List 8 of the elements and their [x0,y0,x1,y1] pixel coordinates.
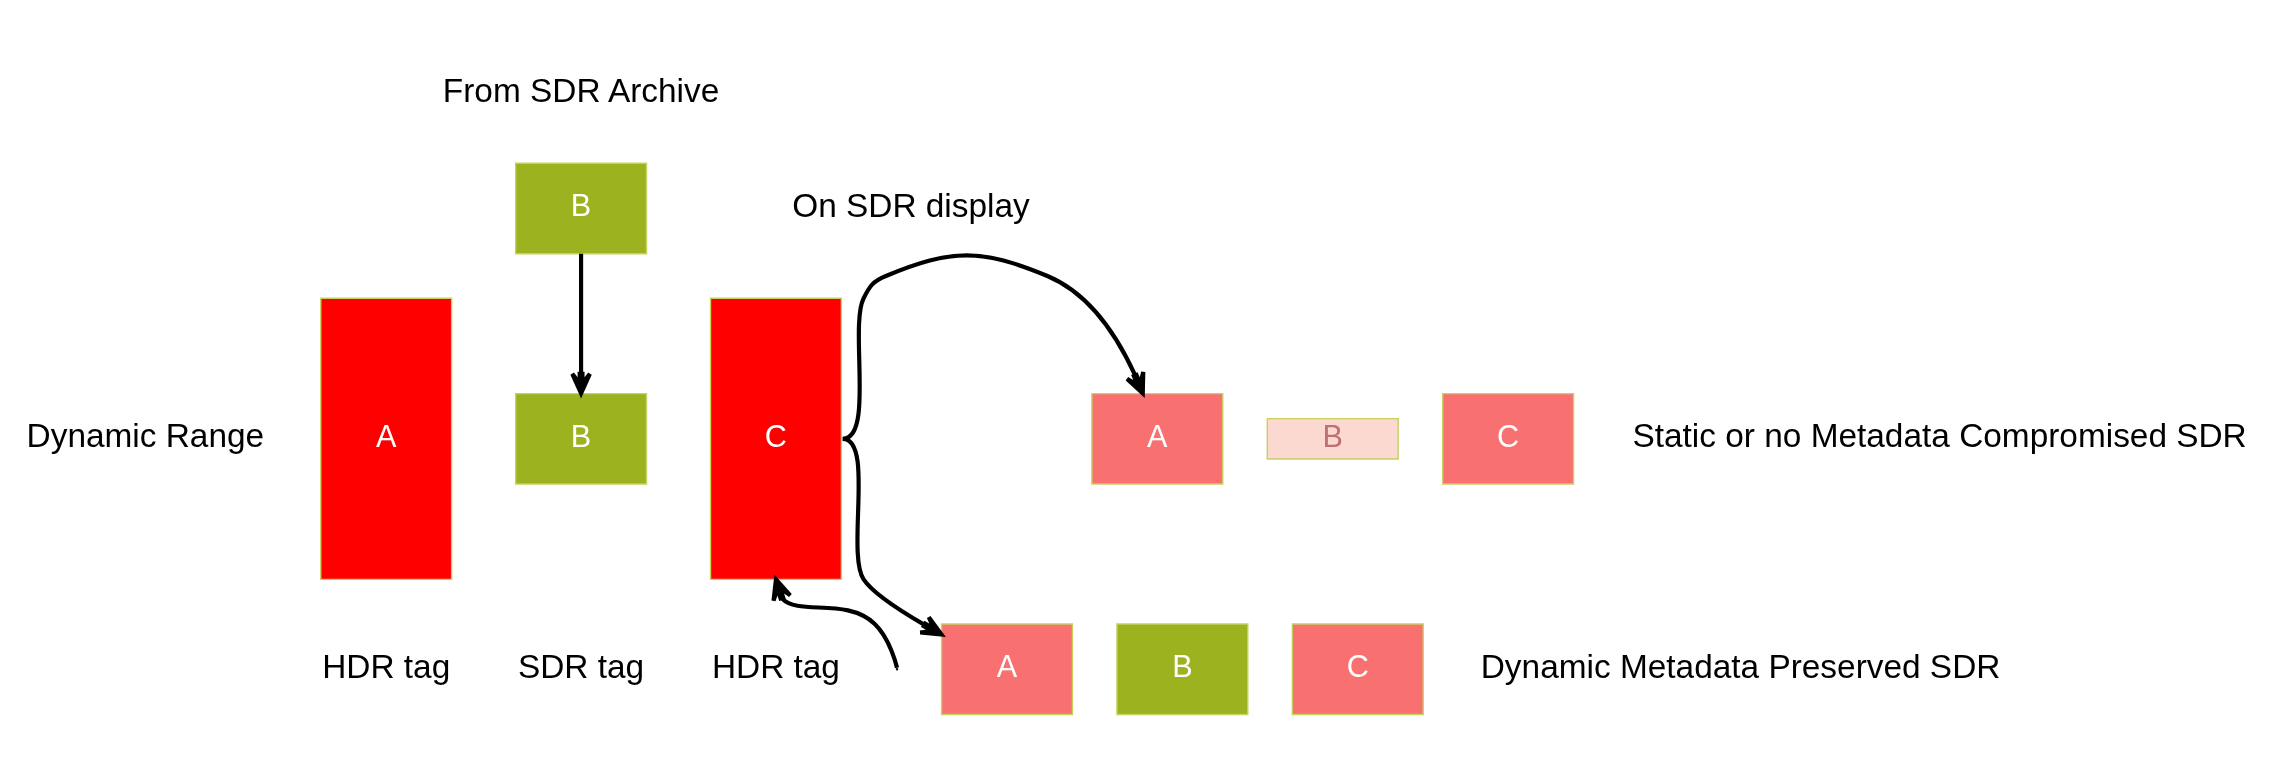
node-label: HDR tag [711,647,840,685]
node-label: From SDR Archive [442,71,720,109]
label: SDR tag [517,647,645,685]
label: On SDR display [792,186,1030,224]
label: Static or no Metadata Compromised SDR [1632,416,2247,454]
node-label: HDR tag [322,647,451,685]
label: Dynamic Range [26,416,265,454]
label: Dynamic Metadata Preserved SDR [1480,647,2001,685]
